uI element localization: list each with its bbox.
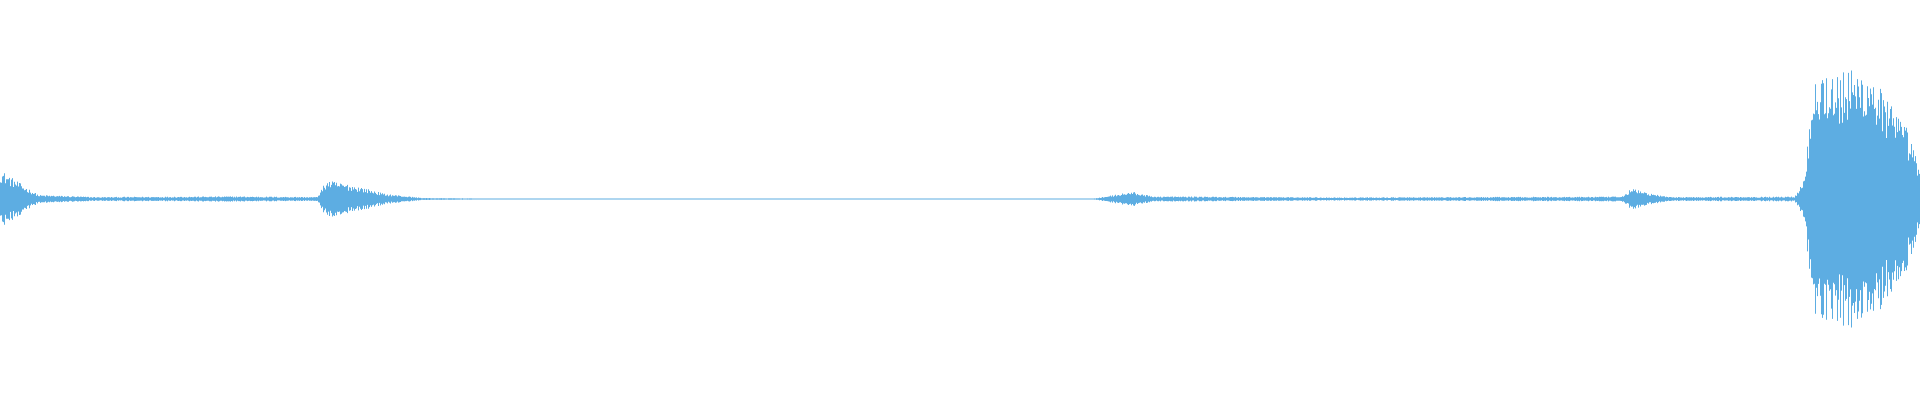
audio-waveform	[0, 70, 1920, 328]
waveform-display	[0, 70, 1920, 328]
